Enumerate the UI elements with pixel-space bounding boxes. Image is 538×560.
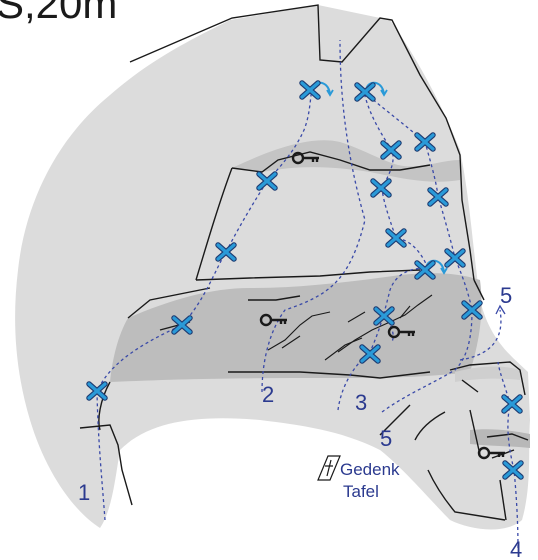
plaque-ledge [455, 366, 520, 382]
lower-right-ledge [470, 429, 530, 448]
route-1-line [96, 87, 313, 521]
upper-ledge-band [232, 140, 460, 182]
rock-face [15, 5, 530, 530]
route-3-branch [363, 91, 456, 259]
route-5-exit [459, 309, 502, 361]
plaque-label-line2: Tafel [343, 482, 379, 501]
route-4-line [497, 361, 519, 549]
memorial-plaque-icon [317, 455, 341, 481]
topo-title-fragment: S,20m [0, 0, 117, 27]
route-number-4: 4 [510, 537, 522, 560]
route-2-line [261, 39, 366, 393]
route-number-1: 1 [78, 480, 90, 505]
route-number-3: 3 [355, 390, 367, 415]
exit-arrow-icon [495, 304, 506, 315]
route-number-5-lower: 5 [380, 426, 392, 451]
plaque-label-line1: Gedenk [340, 460, 400, 479]
route-5-line [381, 257, 473, 413]
route-number-2: 2 [262, 382, 274, 407]
middle-ledge-band [110, 273, 482, 382]
route-number-5-upper: 5 [500, 283, 512, 308]
